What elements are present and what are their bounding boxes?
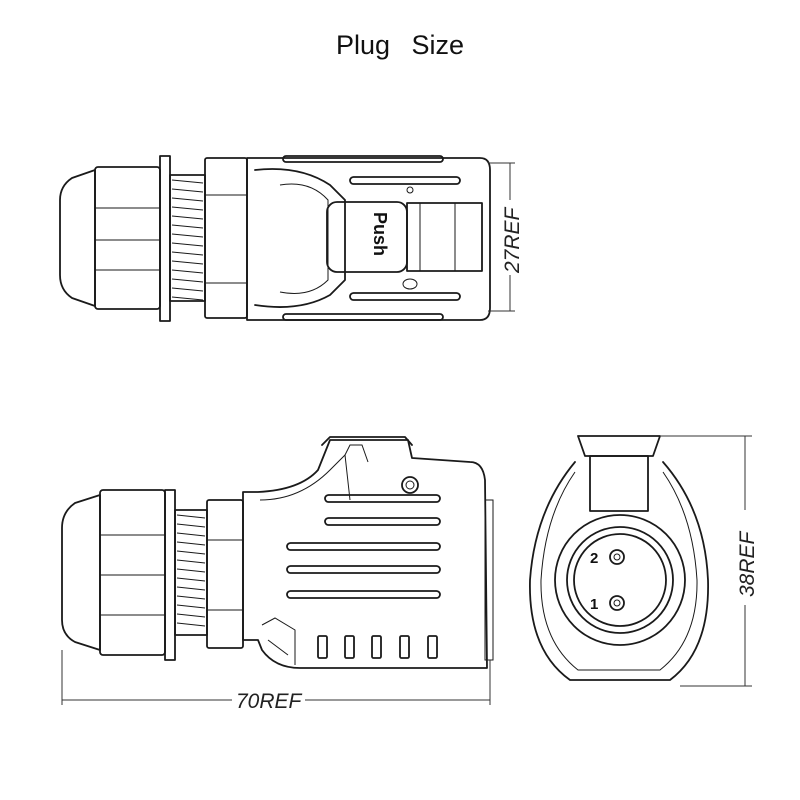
side-length-dimension: 70REF [236,690,303,713]
pin-label-2: 2 [590,550,598,567]
page-title: Plug Size [335,30,465,60]
plug-front-view: 2 1 38REF [529,435,759,687]
plug-top-view: Push 27REF [59,155,524,322]
pin-label-1: 1 [590,596,598,613]
top-height-dimension: 27REF [501,206,524,274]
front-height-dimension: 38REF [736,530,759,597]
push-button-label: Push [370,212,390,256]
plug-side-view: 70REF [61,436,494,713]
